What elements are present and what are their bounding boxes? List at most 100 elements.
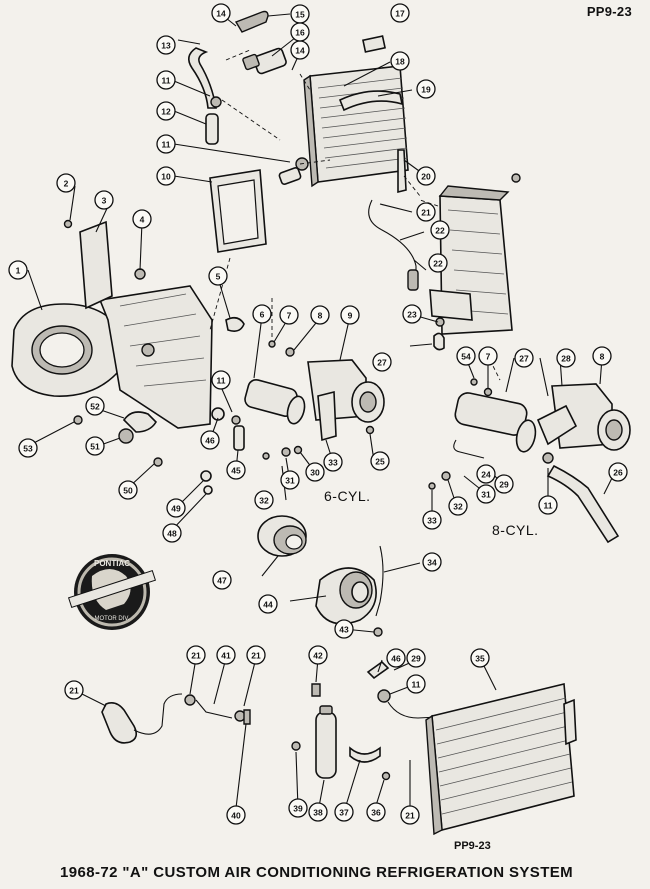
callout-47: 47: [212, 570, 232, 590]
logo-subtext: MOTOR DIV.: [94, 616, 129, 622]
callout-33: 33: [422, 510, 442, 530]
callout-number: 48: [167, 529, 177, 539]
compressor-6cyl: [244, 359, 385, 442]
tube-12: [205, 113, 219, 145]
callout-number: 29: [411, 654, 421, 664]
page-code-top: PP9-23: [586, 4, 632, 19]
callout-number: 21: [251, 651, 261, 661]
callout-number: 33: [427, 516, 437, 526]
callout-21: 21: [400, 805, 420, 825]
callout-number: 29: [499, 480, 509, 490]
callout-number: 28: [561, 354, 571, 364]
callout-8: 8: [310, 305, 330, 325]
callout-number: 53: [23, 444, 33, 454]
callout-19: 19: [416, 79, 436, 99]
callout-26: 26: [608, 462, 628, 482]
callout-number: 37: [339, 808, 349, 818]
callout-36: 36: [366, 802, 386, 822]
hose-22-bottom: [101, 702, 138, 744]
callout-number: 21: [421, 208, 431, 218]
callout-30: 30: [305, 462, 325, 482]
callout-32: 32: [254, 490, 274, 510]
callout-number: 26: [613, 468, 623, 478]
callout-number: 39: [293, 804, 303, 814]
callout-number: 21: [191, 651, 201, 661]
callout-40: 40: [226, 805, 246, 825]
callout-8: 8: [592, 346, 612, 366]
callout-number: 22: [435, 226, 445, 236]
callout-44: 44: [258, 594, 278, 614]
callout-39: 39: [288, 798, 308, 818]
callout-21: 21: [416, 202, 436, 222]
callout-3: 3: [94, 190, 114, 210]
callout-number: 27: [377, 358, 387, 368]
bracket-53: [122, 411, 158, 433]
callout-number: 14: [295, 46, 305, 56]
callout-29: 29: [494, 474, 514, 494]
callout-number: 11: [544, 501, 553, 511]
callout-number: 34: [427, 558, 437, 568]
callout-22: 22: [428, 253, 448, 273]
callout-52: 52: [85, 396, 105, 416]
callout-number: 31: [285, 476, 295, 486]
callout-14: 14: [211, 3, 231, 23]
callout-17: 17: [390, 3, 410, 23]
callout-number: 30: [310, 468, 320, 478]
tube-20: [397, 149, 407, 194]
callout-number: 49: [171, 504, 181, 514]
callout-21: 21: [186, 645, 206, 665]
callout-number: 19: [421, 85, 431, 95]
callout-5: 5: [208, 266, 228, 286]
callout-54: 54: [456, 346, 476, 366]
callout-number: 17: [395, 9, 405, 19]
callout-number: 4: [140, 215, 145, 225]
callout-number: 8: [600, 352, 605, 362]
callout-37: 37: [334, 802, 354, 822]
six-cylinder-label: 6-CYL.: [324, 488, 371, 504]
leader-lines: [27, 13, 615, 813]
evaporator-case-23: [429, 185, 513, 335]
callout-number: 1: [16, 266, 21, 276]
logo-text: PONTIAC: [94, 559, 130, 568]
callout-number: 14: [216, 9, 226, 19]
callout-number: 3: [102, 196, 107, 206]
callout-24: 24: [476, 464, 496, 484]
callout-7: 7: [279, 305, 299, 325]
blower-housing-1: [11, 285, 213, 429]
tube-46: [233, 425, 245, 451]
callout-32: 32: [448, 496, 468, 516]
callout-number: 16: [295, 28, 305, 38]
hose-29: [546, 464, 620, 544]
callout-number: 35: [475, 654, 485, 664]
callout-34: 34: [422, 552, 442, 572]
callout-25: 25: [370, 451, 390, 471]
callout-13: 13: [156, 35, 176, 55]
evaporator-core: [303, 65, 409, 188]
callout-50: 50: [118, 480, 138, 500]
compressor-8cyl: [454, 383, 631, 453]
callout-7: 7: [478, 346, 498, 366]
hose-13: [188, 47, 217, 109]
condenser-36: [425, 683, 577, 836]
callout-53: 53: [18, 438, 38, 458]
callout-31: 31: [476, 484, 496, 504]
bracket-41: [243, 709, 251, 725]
callout-number: 46: [391, 654, 401, 664]
callout-number: 24: [481, 470, 491, 480]
callout-16: 16: [290, 22, 310, 42]
callout-number: 10: [161, 172, 171, 182]
callout-number: 23: [407, 310, 417, 320]
callout-number: 54: [461, 352, 471, 362]
fitting-15: [234, 10, 269, 33]
callout-15: 15: [290, 4, 310, 24]
callout-1: 1: [8, 260, 28, 280]
callout-number: 46: [205, 436, 215, 446]
grommet-5: [225, 316, 245, 332]
callout-number: 42: [313, 651, 323, 661]
callout-14: 14: [290, 40, 310, 60]
callout-number: 27: [519, 354, 529, 364]
gasket-17: [362, 35, 386, 53]
callout-6: 6: [252, 304, 272, 324]
callout-number: 38: [313, 808, 323, 818]
